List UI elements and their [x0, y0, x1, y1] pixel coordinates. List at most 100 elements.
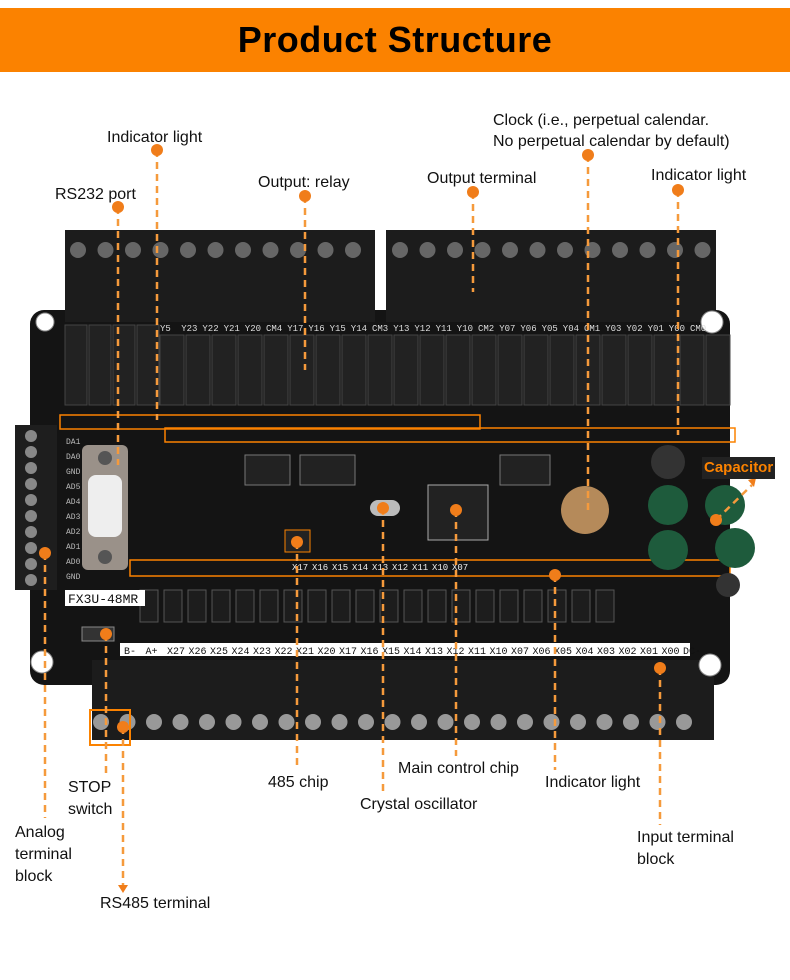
terminal-screw: [25, 494, 37, 506]
callout-dot: [582, 149, 594, 161]
silk-label: X14: [404, 647, 422, 658]
silk-label: Y02: [626, 324, 642, 334]
label-input-terminal-1: Input terminal: [637, 829, 734, 846]
relay: [575, 334, 601, 406]
terminal-screw: [305, 714, 321, 730]
terminal-screw: [676, 714, 692, 730]
terminal-screw: [345, 242, 361, 258]
silk-label: Y22: [202, 324, 218, 334]
terminal-screw: [180, 242, 196, 258]
terminal-screw: [411, 714, 427, 730]
mount-hole: [30, 650, 54, 674]
optocoupler: [595, 589, 615, 623]
silk-label: Y21: [224, 324, 240, 334]
silk-label: X22: [275, 647, 293, 658]
optocoupler: [547, 589, 567, 623]
relay: [263, 334, 289, 406]
input-terminal-block: [92, 660, 714, 740]
relay: [471, 334, 497, 406]
mount-hole: [35, 312, 55, 332]
label-analog-3: block: [15, 868, 53, 885]
terminal-screw: [152, 242, 169, 258]
terminal-screw: [543, 714, 560, 730]
silk-label: X25: [210, 647, 228, 658]
terminal-screw: [384, 714, 401, 730]
terminal-screw: [70, 242, 86, 258]
optocoupler: [235, 589, 255, 623]
output-terminal-block-right: [386, 230, 716, 322]
mount-hole: [700, 310, 724, 334]
label-analog-2: terminal: [15, 846, 72, 863]
terminal-screw: [596, 714, 613, 730]
silk-strip: [120, 643, 690, 656]
terminal-screw: [25, 446, 37, 458]
callout-dot: [112, 201, 124, 213]
terminal-screw: [97, 242, 114, 258]
optocoupler: [379, 589, 399, 623]
callout-dot: [672, 184, 684, 196]
label-input-terminal-2: block: [637, 851, 675, 868]
label-analog-1: Analog: [15, 824, 65, 841]
label-clock-1: Clock (i.e., perpetual calendar.: [493, 112, 710, 129]
terminal-screw: [447, 242, 463, 258]
silk-label: Y10: [457, 324, 473, 334]
silk-label: Y16: [308, 324, 324, 334]
terminal-screw: [25, 430, 37, 442]
silk-label: X14: [352, 563, 368, 573]
terminal-screw: [570, 714, 586, 730]
callout-dot: [299, 190, 311, 202]
silk-label: X24: [232, 647, 250, 658]
optocoupler: [427, 589, 447, 623]
silk-label: Y14: [351, 324, 367, 334]
page-title: Product Structure: [237, 19, 553, 60]
silk-label: X02: [619, 647, 637, 658]
callout-dot: [549, 569, 561, 581]
relay: [653, 334, 679, 406]
rs232-db9-connector: [82, 445, 128, 570]
relay: [367, 334, 393, 406]
callout-dot: [291, 536, 303, 548]
silk-label: DA0: [66, 453, 81, 462]
silk-label: CM3: [372, 324, 388, 334]
capacitors: [648, 445, 755, 597]
relay: [185, 334, 211, 406]
label-output-relay: Output: relay: [258, 174, 350, 191]
relay: [601, 334, 627, 406]
silk-label: X12: [447, 647, 465, 658]
chip: [499, 454, 551, 486]
silk-label: X15: [332, 563, 348, 573]
silk-label: X15: [382, 647, 400, 658]
terminal-screw: [517, 714, 533, 730]
chip: [299, 454, 356, 486]
terminal-screw: [419, 242, 436, 258]
silk-label: DC-: [683, 647, 701, 658]
silk-label: CM0: [690, 324, 706, 334]
relay: [289, 334, 315, 406]
terminal-screw: [172, 714, 189, 730]
relay: [136, 324, 160, 406]
terminal-screw: [278, 714, 295, 730]
optocoupler-row: [139, 589, 615, 623]
terminal-screw: [612, 242, 628, 258]
optocoupler: [187, 589, 207, 623]
terminal-screw: [25, 526, 37, 538]
terminal-screw: [25, 558, 37, 570]
label-stop-2: switch: [68, 801, 113, 818]
terminal-screw: [474, 242, 491, 258]
optocoupler: [307, 589, 327, 623]
terminal-screw: [25, 462, 37, 474]
terminal-screw: [623, 714, 639, 730]
label-indicator-light-top: Indicator light: [107, 129, 203, 146]
label-crystal-oscillator: Crystal oscillator: [360, 796, 478, 813]
terminal-screw: [392, 242, 408, 258]
silk-label: X12: [392, 563, 408, 573]
relay: [64, 324, 88, 406]
silk-label: X10: [490, 647, 508, 658]
label-output-terminal: Output terminal: [427, 170, 537, 187]
terminal-screw: [667, 242, 683, 258]
silk-label: X16: [312, 563, 328, 573]
silk-label: X11: [412, 563, 428, 573]
relay: [549, 334, 575, 406]
silk-label: CM4: [266, 324, 282, 334]
silk-label: AD5: [66, 483, 81, 492]
